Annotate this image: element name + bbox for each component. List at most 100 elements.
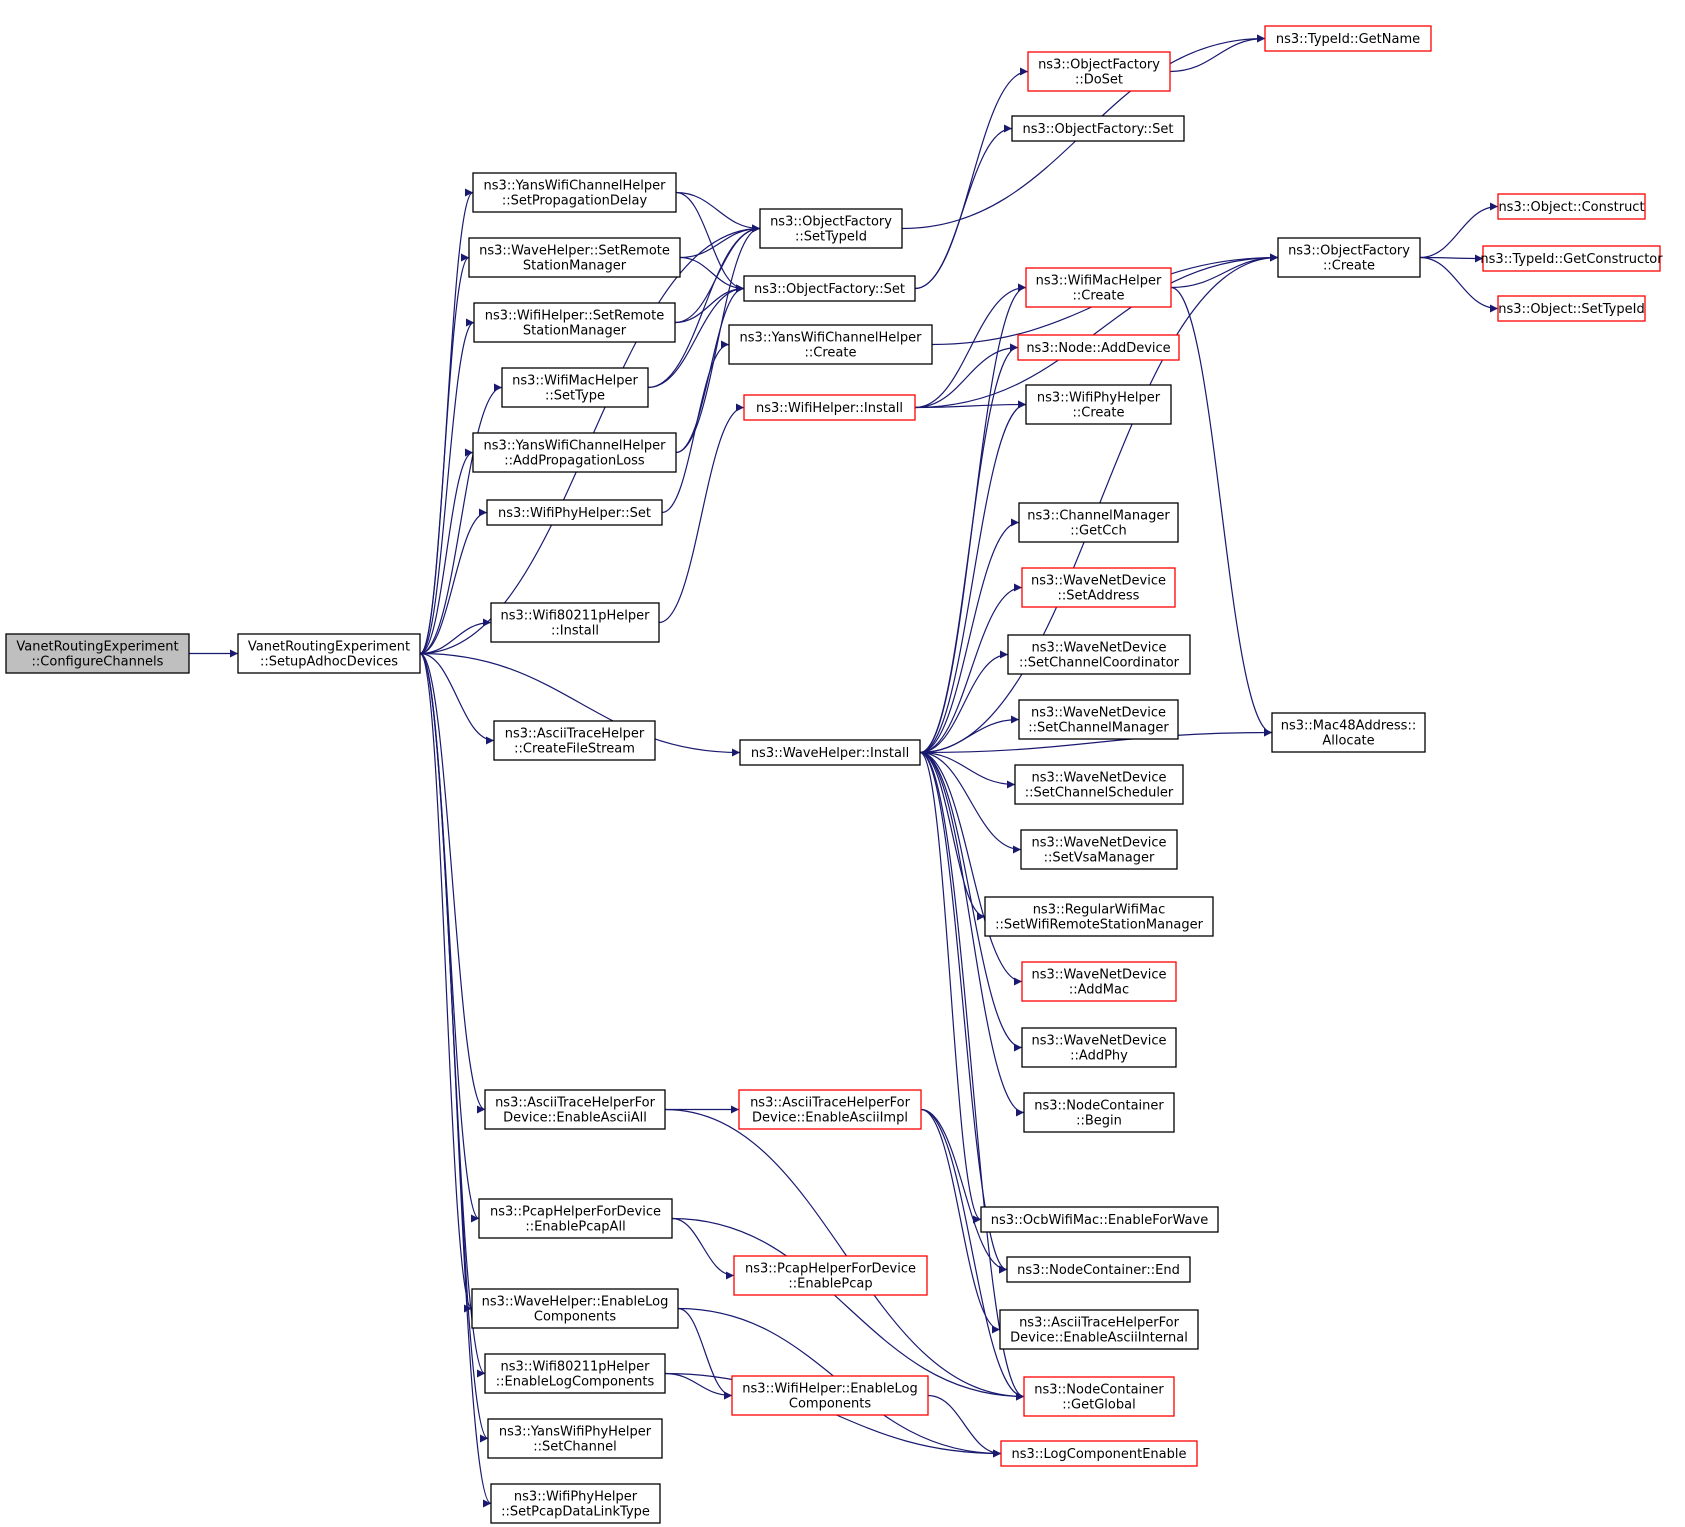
edge-pcap-enable-pcap-all-to-node-container-get-global [671, 1217, 1025, 1401]
node-label: ns3::WaveHelper::EnableLog [482, 1295, 669, 1310]
node-ascii-trace-create-file-stream[interactable]: ns3::AsciiTraceHelper::CreateFileStream [493, 720, 656, 761]
node-mac48-allocate[interactable]: ns3::Mac48Address::Allocate [1271, 712, 1426, 753]
node-label: ns3::AsciiTraceHelperFor [750, 1096, 911, 1111]
node-node-add-device[interactable]: ns3::Node::AddDevice [1017, 334, 1180, 361]
node-wave-net-set-address[interactable]: ns3::WaveNetDevice::SetAddress [1021, 567, 1176, 608]
node-box [738, 1089, 922, 1130]
node-label: StationManager [523, 259, 627, 274]
node-node-container-end[interactable]: ns3::NodeContainer::End [1006, 1256, 1191, 1283]
node-box [501, 367, 649, 408]
edge-setup-adhoc-devices-to-wifi-phy-set-pcap-dlt [419, 652, 492, 1508]
node-node-container-get-global[interactable]: ns3::NodeContainer::GetGlobal [1023, 1376, 1175, 1417]
node-label: ::SetVsaManager [1044, 851, 1155, 866]
node-wave-net-set-channel-scheduler[interactable]: ns3::WaveNetDevice::SetChannelScheduler [1014, 764, 1184, 805]
node-ascii-trace-enable-ascii-all[interactable]: ns3::AsciiTraceHelperForDevice::EnableAs… [484, 1089, 666, 1130]
node-label: ns3::ObjectFactory::Set [754, 282, 905, 297]
node-label: ns3::ChannelManager [1027, 509, 1170, 524]
node-wave-net-set-channel-coordinator[interactable]: ns3::WaveNetDevice::SetChannelCoordinato… [1007, 634, 1191, 675]
node-label: ::Create [1323, 259, 1375, 274]
node-pcap-enable-pcap-all[interactable]: ns3::PcapHelperForDevice::EnablePcapAll [478, 1198, 673, 1239]
edge-setup-adhoc-devices-to-wave-enable-log [419, 652, 473, 1313]
node-box [468, 237, 681, 278]
node-label: ns3::OcbWifiMac::EnableForWave [991, 1213, 1208, 1228]
node-object-factory-do-set[interactable]: ns3::ObjectFactory::DoSet [1027, 51, 1171, 92]
node-wifi80211p-enable-log[interactable]: ns3::Wifi80211pHelper::EnableLogComponen… [484, 1353, 666, 1394]
node-label: Device::EnableAsciiAll [503, 1111, 647, 1126]
node-label: ns3::NodeContainer [1034, 1383, 1164, 1398]
node-setup-adhoc-devices[interactable]: VanetRoutingExperiment::SetupAdhocDevice… [237, 633, 421, 674]
node-label: ns3::RegularWifiMac [1033, 903, 1166, 918]
node-label: ns3::Node::AddDevice [1026, 341, 1170, 356]
node-type-id-get-name[interactable]: ns3::TypeId::GetName [1264, 25, 1432, 52]
node-label: ns3::PcapHelperForDevice [745, 1262, 916, 1277]
node-wave-net-add-mac[interactable]: ns3::WaveNetDevice::AddMac [1021, 961, 1177, 1002]
node-ascii-enable-ascii-internal[interactable]: ns3::AsciiTraceHelperForDevice::EnableAs… [999, 1309, 1199, 1350]
node-pcap-enable-pcap[interactable]: ns3::PcapHelperForDevice::EnablePcap [733, 1255, 928, 1296]
node-box [743, 275, 916, 302]
node-box [478, 1198, 673, 1239]
node-configure-channels[interactable]: VanetRoutingExperiment::ConfigureChannel… [5, 633, 190, 674]
node-log-component-enable[interactable]: ns3::LogComponentEnable [1000, 1440, 1198, 1467]
node-box [1023, 1092, 1175, 1133]
node-label: ::SetChannelScheduler [1025, 786, 1174, 801]
node-object-factory-set[interactable]: ns3::ObjectFactory::Set [743, 275, 916, 302]
node-box [1025, 384, 1172, 425]
node-label: ::GetGlobal [1062, 1398, 1135, 1413]
node-wifi-phy-helper-set[interactable]: ns3::WifiPhyHelper::Set [486, 499, 663, 526]
node-label: ns3::WaveNetDevice [1031, 1034, 1166, 1049]
node-label: ::SetPcapDataLinkType [501, 1505, 650, 1520]
node-wifi-mac-helper-set-type[interactable]: ns3::WifiMacHelper::SetType [501, 367, 649, 408]
node-wave-net-set-channel-manager[interactable]: ns3::WaveNetDevice::SetChannelManager [1018, 699, 1179, 740]
edge-setup-adhoc-devices-to-wifi-mac-helper-set-type [419, 383, 503, 655]
node-yans-phy-set-channel[interactable]: ns3::YansWifiPhyHelper::SetChannel [487, 1418, 663, 1459]
edge-object-factory-create-to-object-construct [1419, 202, 1499, 259]
node-label: ns3::WaveNetDevice [1031, 771, 1166, 786]
edge-wave-helper-set-remote-to-object-factory-set-type-id [679, 224, 761, 259]
node-label: ::SetWifiRemoteStationManager [995, 918, 1203, 933]
node-label: ns3::ObjectFactory::Set [1022, 122, 1173, 137]
node-box [1020, 829, 1178, 870]
node-box [1277, 237, 1421, 278]
node-object-factory-set-type-id[interactable]: ns3::ObjectFactory::SetTypeId [759, 208, 903, 249]
edge-object-factory-set-to-object-factory-do-set [914, 67, 1029, 290]
node-wave-net-add-phy[interactable]: ns3::WaveNetDevice::AddPhy [1021, 1027, 1177, 1068]
node-object-set-type-id[interactable]: ns3::Object::SetTypeId [1497, 295, 1646, 322]
node-wifi-phy-set-pcap-dlt[interactable]: ns3::WifiPhyHelper::SetPcapDataLinkType [490, 1483, 661, 1524]
node-box [484, 1353, 666, 1394]
node-yans-channel-set-prop-delay[interactable]: ns3::YansWifiChannelHelper::SetPropagati… [472, 172, 677, 213]
node-yans-channel-create[interactable]: ns3::YansWifiChannelHelper::Create [728, 324, 933, 365]
node-object-factory-set2[interactable]: ns3::ObjectFactory::Set [1011, 115, 1185, 142]
edge-wifi-mac-helper-create-to-mac48-allocate [1170, 286, 1273, 737]
edge-setup-adhoc-devices-to-wifi80211p-install [419, 618, 492, 655]
node-label: ::EnablePcapAll [525, 1220, 625, 1235]
node-node-container-begin[interactable]: ns3::NodeContainer::Begin [1023, 1092, 1175, 1133]
node-regular-wifi-mac-set-wrsm[interactable]: ns3::RegularWifiMac::SetWifiRemoteStatio… [984, 896, 1214, 937]
node-ascii-enable-ascii-impl[interactable]: ns3::AsciiTraceHelperForDevice::EnableAs… [738, 1089, 922, 1130]
node-label: ::SetChannelCoordinator [1019, 656, 1180, 671]
node-wave-net-set-vsa-manager[interactable]: ns3::WaveNetDevice::SetVsaManager [1020, 829, 1178, 870]
node-wifi-mac-helper-create[interactable]: ns3::WifiMacHelper::Create [1025, 267, 1172, 308]
node-object-construct[interactable]: ns3::Object::Construct [1497, 193, 1646, 220]
node-type-id-get-constructor[interactable]: ns3::TypeId::GetConstructor [1480, 245, 1663, 272]
node-box [999, 1309, 1199, 1350]
node-object-factory-create[interactable]: ns3::ObjectFactory::Create [1277, 237, 1421, 278]
node-yans-channel-add-prop-loss[interactable]: ns3::YansWifiChannelHelper::AddPropagati… [472, 432, 677, 473]
node-channel-manager-get-cch[interactable]: ns3::ChannelManager::GetCch [1018, 502, 1179, 543]
node-box [487, 1418, 663, 1459]
node-label: ns3::Mac48Address:: [1281, 719, 1416, 734]
edge-wave-helper-install-to-node-add-device [919, 343, 1019, 754]
node-box [484, 1089, 666, 1130]
node-wifi80211p-install[interactable]: ns3::Wifi80211pHelper::Install [490, 602, 660, 643]
node-wave-helper-install[interactable]: ns3::WaveHelper::Install [739, 739, 921, 766]
node-ocb-enable-for-wave[interactable]: ns3::OcbWifiMac::EnableForWave [980, 1206, 1219, 1233]
node-wifi-phy-helper-create[interactable]: ns3::WifiPhyHelper::Create [1025, 384, 1172, 425]
node-label: ns3::PcapHelperForDevice [490, 1205, 661, 1220]
node-wave-enable-log[interactable]: ns3::WaveHelper::EnableLogComponents [471, 1288, 679, 1329]
node-wifi-helper-enable-log[interactable]: ns3::WifiHelper::EnableLogComponents [731, 1375, 929, 1416]
node-label: ns3::WifiMacHelper [1036, 274, 1162, 289]
node-wifi-helper-install[interactable]: ns3::WifiHelper::Install [743, 394, 916, 421]
function-nodes: VanetRoutingExperiment::ConfigureChannel… [5, 25, 1663, 1524]
edge-setup-adhoc-devices-to-ascii-trace-enable-ascii-all [419, 652, 486, 1114]
